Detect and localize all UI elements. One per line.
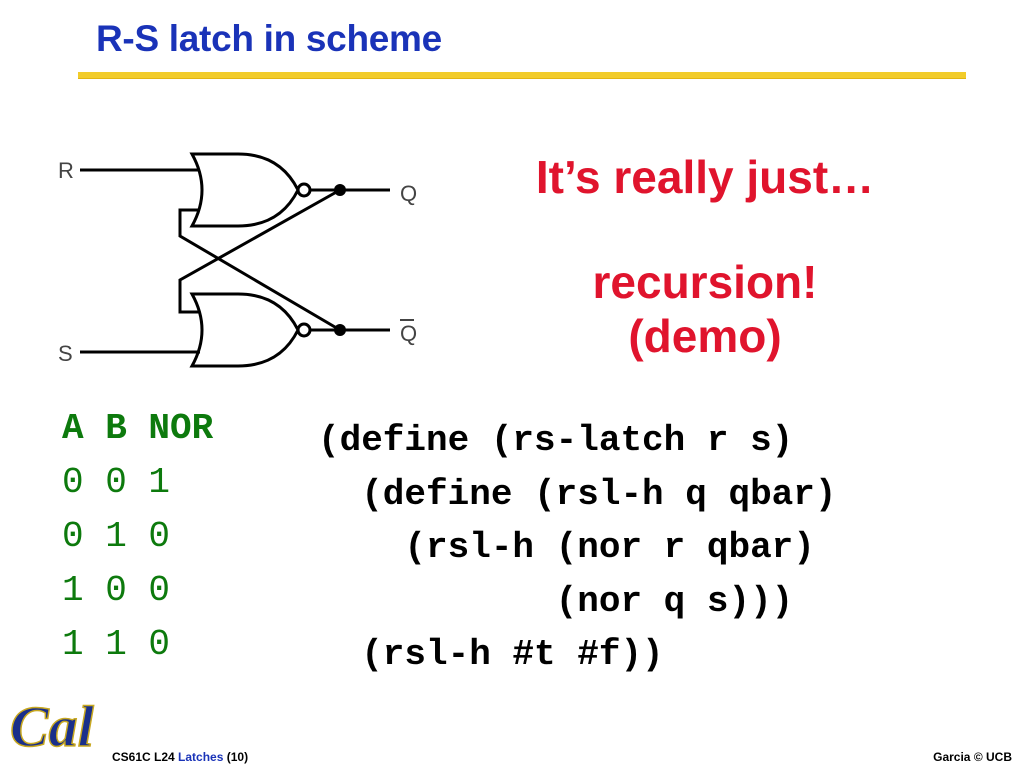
label-q: Q xyxy=(400,181,417,206)
nor-gate-bottom xyxy=(189,292,300,368)
code-line: (define (rs-latch r s) xyxy=(318,420,794,461)
footer-course-info: CS61C L24 Latches (10) xyxy=(112,750,248,764)
scheme-code-block: (define (rs-latch r s) (define (rsl-h q … xyxy=(318,414,836,682)
label-r: R xyxy=(58,158,74,183)
slide-title: R-S latch in scheme xyxy=(96,18,442,59)
junction-dot-q xyxy=(334,184,346,196)
truth-table-row: 0 1 0 xyxy=(62,516,171,557)
callout-line-3: (demo) xyxy=(628,310,782,362)
callout-line-1: It’s really just… xyxy=(535,151,875,203)
cal-logo: Cal xyxy=(9,693,95,760)
inverter-bubble-bottom xyxy=(296,322,312,338)
code-line: (nor q s))) xyxy=(318,580,794,622)
footer-credit: Garcia © UCB xyxy=(933,750,1012,764)
truth-table-header: A B NOR xyxy=(62,408,214,449)
truth-table: A B NOR 0 0 1 0 1 0 1 0 0 1 1 0 xyxy=(62,402,213,672)
truth-table-row: 1 1 0 xyxy=(62,624,171,665)
label-qbar: Q xyxy=(400,321,417,346)
footer-topic-link[interactable]: Latches xyxy=(178,750,224,764)
cal-logo-text: Cal xyxy=(10,694,95,759)
code-line: (rsl-h #t #f)) xyxy=(318,634,664,675)
footer-course: CS61C L24 xyxy=(112,750,179,764)
code-line: (define (rsl-h q qbar) xyxy=(318,473,837,515)
rs-latch-diagram: R S Q Q xyxy=(58,152,417,368)
junction-dot-qbar xyxy=(334,324,346,336)
code-line: (rsl-h (nor r qbar) xyxy=(318,527,815,568)
truth-table-row: 0 0 1 xyxy=(62,462,171,503)
truth-table-row: 1 0 0 xyxy=(62,570,171,611)
title-underline xyxy=(78,72,966,79)
nor-gate-top xyxy=(189,152,300,228)
label-s: S xyxy=(58,341,73,366)
feedback-wire-qbar xyxy=(178,208,341,332)
callout-line-2: recursion! xyxy=(592,256,818,308)
inverter-bubble-top xyxy=(296,182,312,198)
callout-block: recursion! (demo) xyxy=(470,255,940,363)
footer-page-number: (10) xyxy=(223,750,249,764)
feedback-wire-q xyxy=(178,188,341,314)
